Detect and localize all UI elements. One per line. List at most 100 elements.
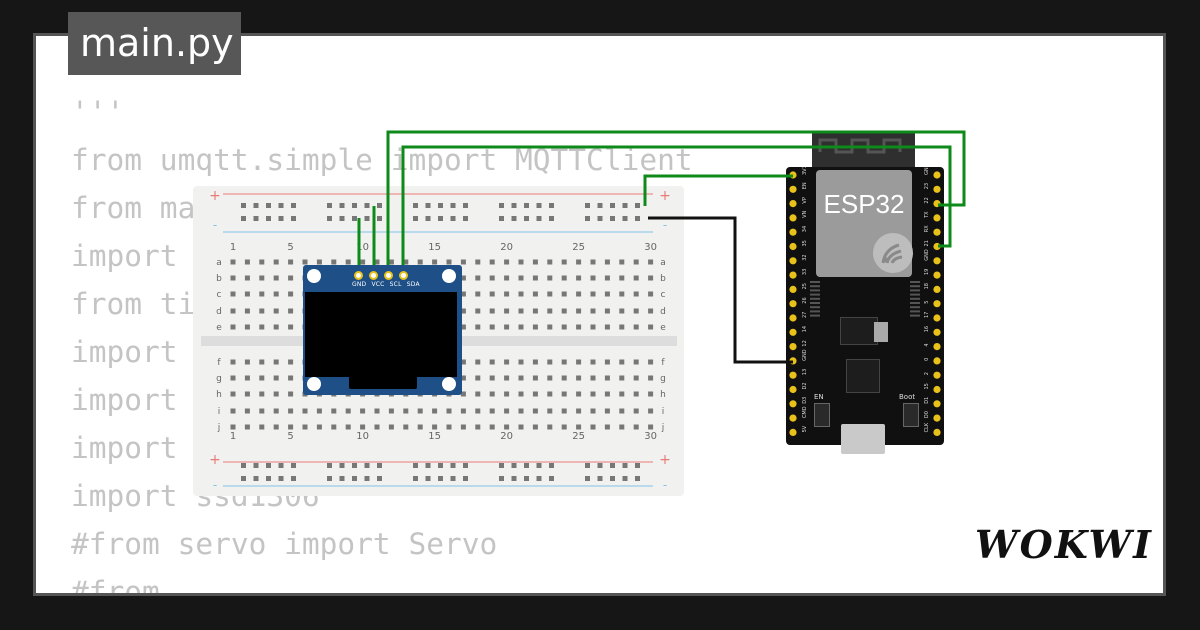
terminal-hole[interactable] bbox=[230, 408, 236, 414]
oled-display-module[interactable]: GND VCC SCL SDA bbox=[303, 265, 462, 395]
terminal-hole[interactable] bbox=[273, 408, 279, 414]
rail-hole[interactable] bbox=[377, 216, 382, 221]
terminal-hole[interactable] bbox=[619, 259, 625, 265]
terminal-hole[interactable] bbox=[648, 291, 654, 297]
terminal-hole[interactable] bbox=[504, 291, 510, 297]
rail-hole[interactable] bbox=[327, 216, 332, 221]
rail-hole[interactable] bbox=[425, 216, 431, 221]
terminal-hole[interactable] bbox=[576, 259, 582, 265]
terminal-hole[interactable] bbox=[576, 424, 582, 430]
terminal-hole[interactable] bbox=[345, 259, 351, 265]
terminal-hole[interactable] bbox=[288, 408, 294, 414]
terminal-hole[interactable] bbox=[475, 291, 481, 297]
terminal-hole[interactable] bbox=[604, 275, 610, 281]
terminal-hole[interactable] bbox=[273, 259, 279, 265]
rail-hole[interactable] bbox=[536, 203, 542, 208]
terminal-hole[interactable] bbox=[619, 275, 625, 281]
rail-hole[interactable] bbox=[511, 203, 517, 208]
terminal-hole[interactable] bbox=[604, 391, 610, 397]
terminal-hole[interactable] bbox=[604, 424, 610, 430]
terminal-hole[interactable] bbox=[648, 275, 654, 281]
terminal-hole[interactable] bbox=[489, 408, 495, 414]
esp32-pin-left[interactable] bbox=[789, 214, 797, 222]
file-tab-main-py[interactable]: main.py bbox=[68, 12, 241, 75]
terminal-hole[interactable] bbox=[532, 275, 538, 281]
rail-hole[interactable] bbox=[291, 476, 296, 481]
terminal-hole[interactable] bbox=[316, 424, 322, 430]
terminal-hole[interactable] bbox=[460, 291, 466, 297]
terminal-hole[interactable] bbox=[604, 359, 610, 365]
rail-hole[interactable] bbox=[585, 476, 590, 481]
terminal-hole[interactable] bbox=[475, 275, 481, 281]
rail-hole[interactable] bbox=[610, 216, 615, 221]
terminal-hole[interactable] bbox=[475, 375, 481, 381]
rail-hole[interactable] bbox=[253, 216, 259, 221]
terminal-hole[interactable] bbox=[475, 391, 481, 397]
terminal-hole[interactable] bbox=[489, 424, 495, 430]
rail-hole[interactable] bbox=[524, 463, 529, 468]
terminal-hole[interactable] bbox=[504, 275, 510, 281]
rail-hole[interactable] bbox=[597, 203, 603, 208]
terminal-hole[interactable] bbox=[331, 408, 337, 414]
rail-hole[interactable] bbox=[635, 216, 640, 221]
terminal-hole[interactable] bbox=[532, 259, 538, 265]
terminal-hole[interactable] bbox=[288, 308, 294, 314]
terminal-hole[interactable] bbox=[561, 308, 567, 314]
terminal-hole[interactable] bbox=[288, 275, 294, 281]
terminal-hole[interactable] bbox=[475, 359, 481, 365]
rail-hole[interactable] bbox=[413, 216, 418, 221]
terminal-hole[interactable] bbox=[273, 324, 279, 330]
terminal-hole[interactable] bbox=[273, 375, 279, 381]
terminal-hole[interactable] bbox=[403, 259, 409, 265]
rail-hole[interactable] bbox=[549, 203, 554, 208]
rail-hole[interactable] bbox=[352, 476, 357, 481]
terminal-hole[interactable] bbox=[518, 291, 524, 297]
terminal-hole[interactable] bbox=[576, 275, 582, 281]
rail-hole[interactable] bbox=[463, 463, 468, 468]
rail-hole[interactable] bbox=[241, 463, 246, 468]
rail-hole[interactable] bbox=[266, 203, 271, 208]
rail-hole[interactable] bbox=[266, 216, 271, 221]
rail-hole[interactable] bbox=[585, 463, 590, 468]
rail-hole[interactable] bbox=[622, 203, 628, 208]
terminal-hole[interactable] bbox=[374, 424, 380, 430]
terminal-hole[interactable] bbox=[288, 259, 294, 265]
rail-hole[interactable] bbox=[438, 203, 443, 208]
rail-hole[interactable] bbox=[549, 463, 554, 468]
rail-hole[interactable] bbox=[278, 216, 284, 221]
rail-hole[interactable] bbox=[438, 216, 443, 221]
esp32-pin-left[interactable] bbox=[789, 371, 797, 379]
terminal-hole[interactable] bbox=[460, 308, 466, 314]
terminal-hole[interactable] bbox=[302, 259, 308, 265]
terminal-hole[interactable] bbox=[619, 291, 625, 297]
rail-hole[interactable] bbox=[450, 203, 456, 208]
rail-hole[interactable] bbox=[597, 216, 603, 221]
esp32-pin-right[interactable] bbox=[933, 328, 941, 336]
terminal-hole[interactable] bbox=[576, 408, 582, 414]
terminal-hole[interactable] bbox=[230, 308, 236, 314]
rail-hole[interactable] bbox=[450, 463, 456, 468]
esp32-pin-right[interactable] bbox=[933, 343, 941, 351]
rail-hole[interactable] bbox=[266, 476, 271, 481]
terminal-hole[interactable] bbox=[259, 308, 265, 314]
rail-hole[interactable] bbox=[463, 216, 468, 221]
terminal-hole[interactable] bbox=[460, 259, 466, 265]
terminal-hole[interactable] bbox=[244, 259, 250, 265]
terminal-hole[interactable] bbox=[230, 359, 236, 365]
terminal-hole[interactable] bbox=[604, 291, 610, 297]
rail-hole[interactable] bbox=[253, 203, 259, 208]
terminal-hole[interactable] bbox=[633, 408, 639, 414]
terminal-hole[interactable] bbox=[518, 424, 524, 430]
terminal-hole[interactable] bbox=[460, 408, 466, 414]
rail-hole[interactable] bbox=[610, 203, 615, 208]
rail-hole[interactable] bbox=[610, 463, 615, 468]
rail-hole[interactable] bbox=[339, 476, 345, 481]
esp32-pin-left[interactable] bbox=[789, 414, 797, 422]
terminal-hole[interactable] bbox=[259, 424, 265, 430]
rail-hole[interactable] bbox=[463, 203, 468, 208]
terminal-hole[interactable] bbox=[360, 259, 366, 265]
terminal-hole[interactable] bbox=[504, 324, 510, 330]
terminal-hole[interactable] bbox=[633, 424, 639, 430]
terminal-hole[interactable] bbox=[288, 391, 294, 397]
esp32-pin-right[interactable] bbox=[933, 242, 941, 251]
